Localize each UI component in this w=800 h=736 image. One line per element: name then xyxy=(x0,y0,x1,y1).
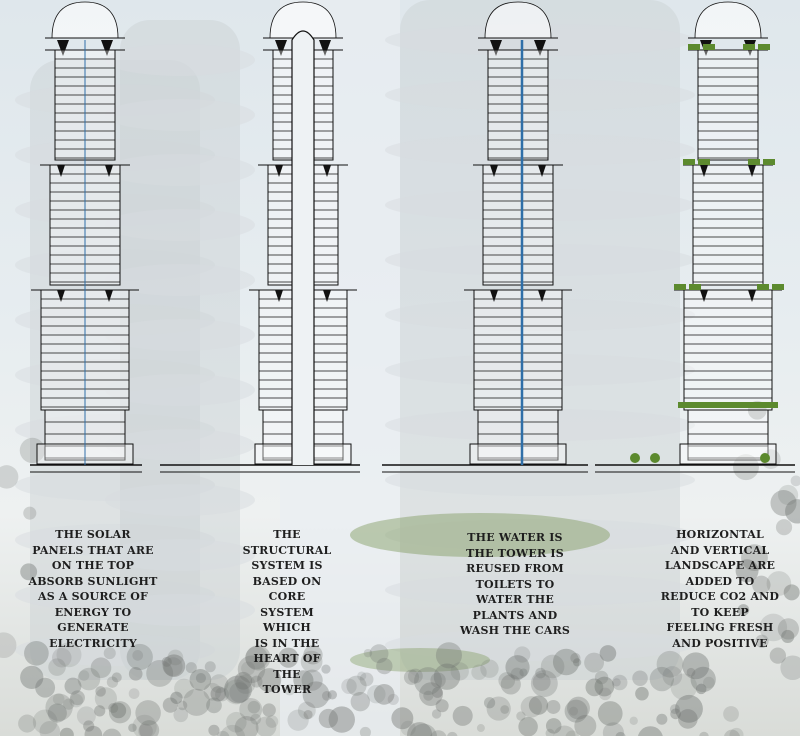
planter xyxy=(698,159,710,165)
solar-dome xyxy=(52,2,118,38)
planter xyxy=(743,44,755,50)
tower-module xyxy=(488,50,548,160)
tower-module xyxy=(698,50,758,160)
planter xyxy=(689,284,701,290)
caption-structure: The structural system is based on core s… xyxy=(242,527,332,698)
solar-dome xyxy=(485,2,551,38)
structural-core xyxy=(292,31,314,465)
planter xyxy=(758,44,770,50)
caption-water: The water is the tower is reused from to… xyxy=(455,530,575,639)
planter xyxy=(748,159,760,165)
planter xyxy=(772,284,784,290)
tree-icon xyxy=(760,453,770,463)
planter xyxy=(674,284,686,290)
solar-dome xyxy=(695,2,761,38)
planter xyxy=(703,44,715,50)
planter xyxy=(763,159,775,165)
podium xyxy=(470,444,566,464)
planter xyxy=(688,44,700,50)
tree-icon xyxy=(650,453,660,463)
caption-solar: The solar panels that are on the top abs… xyxy=(28,527,158,651)
planter xyxy=(757,284,769,290)
planter xyxy=(678,402,778,408)
tree-icon xyxy=(630,453,640,463)
caption-landscape: Horizontal and vertical landscape are ad… xyxy=(660,527,780,651)
planter xyxy=(683,159,695,165)
